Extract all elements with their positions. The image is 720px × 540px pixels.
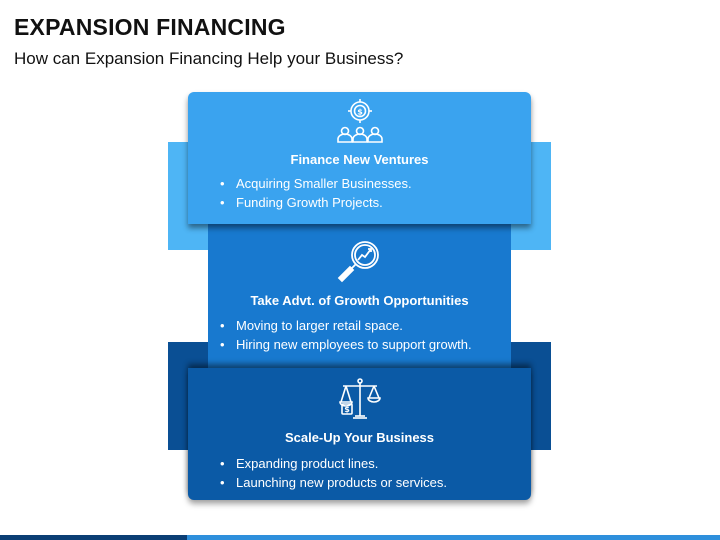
list-item: Launching new products or services. [220,473,447,492]
list-item: Expanding product lines. [220,454,447,473]
card-title: Take Advt. of Growth Opportunities [250,293,469,308]
balance-scale-dollar-icon: $ [335,376,385,427]
target-dollar-people-icon: $ [332,98,388,153]
page-subtitle: How can Expansion Financing Help your Bu… [14,49,404,68]
page-title: EXPANSION FINANCING [14,14,286,40]
list-item: Funding Growth Projects. [220,193,412,212]
card-finance-new-ventures: $ Finance New Ventures Acquiring Smaller… [188,92,531,224]
card-title: Scale-Up Your Business [284,430,435,445]
list-item: Hiring new employees to support growth. [220,335,472,354]
card-scale-up: $ Scale-Up Your Business Expanding produ… [188,368,531,500]
bullet-list: Moving to larger retail space. Hiring ne… [220,316,472,354]
card-title: Finance New Ventures [290,152,429,167]
magnifier-growth-chart-icon [335,236,385,291]
card-growth-opportunities: Take Advt. of Growth Opportunities Movin… [208,224,511,370]
bullet-list: Acquiring Smaller Businesses. Funding Gr… [220,174,412,212]
svg-text:$: $ [344,405,350,414]
list-item: Moving to larger retail space. [220,316,472,335]
bullet-list: Expanding product lines. Launching new p… [220,454,447,492]
svg-text:$: $ [357,108,363,117]
footer-bar [0,535,720,540]
list-item: Acquiring Smaller Businesses. [220,174,412,193]
